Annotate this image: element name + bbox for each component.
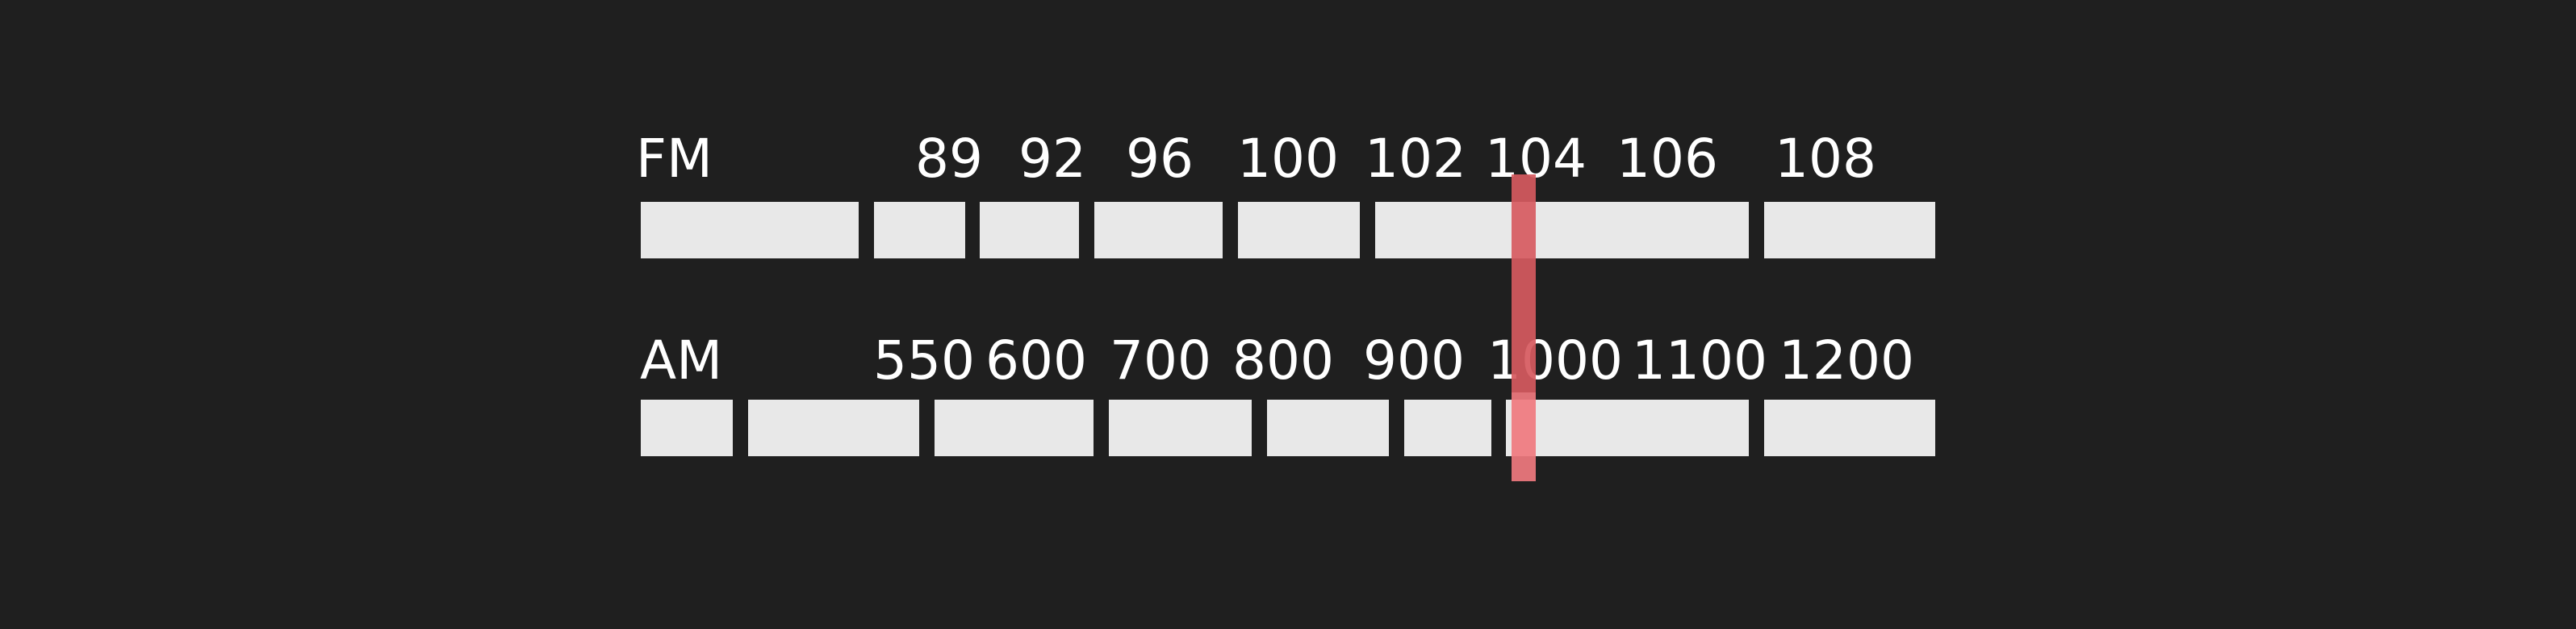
fm-band-label: FM — [636, 128, 713, 190]
am-band-segment — [935, 400, 1094, 456]
fm-band-segment — [980, 202, 1079, 258]
am-band-segment — [748, 400, 919, 456]
fm-tick-label: 92 — [1018, 128, 1086, 190]
am-band-segment — [1267, 400, 1389, 456]
tuning-needle[interactable] — [1512, 174, 1536, 481]
am-tick-label: 600 — [985, 329, 1087, 392]
am-band-label: AM — [640, 329, 723, 392]
am-tick-label: 550 — [873, 329, 975, 392]
am-tick-label: 800 — [1232, 329, 1334, 392]
am-tick-label: 900 — [1363, 329, 1465, 392]
fm-tick-label: 102 — [1365, 128, 1466, 190]
am-band-segment — [1404, 400, 1491, 456]
am-tick-label: 1000 — [1487, 329, 1623, 392]
am-band-segment — [641, 400, 733, 456]
fm-tick-label: 96 — [1126, 128, 1194, 190]
am-band-segment — [1109, 400, 1252, 456]
fm-band-segment — [1094, 202, 1223, 258]
tuning-needle-lower — [1512, 392, 1536, 481]
fm-tick-label: 100 — [1237, 128, 1339, 190]
am-tick-label: 700 — [1110, 329, 1211, 392]
am-tick-label: 1100 — [1632, 329, 1767, 392]
fm-band-segment — [874, 202, 965, 258]
fm-band-segment — [1764, 202, 1935, 258]
fm-tick-label: 89 — [915, 128, 983, 190]
am-tick-label: 1200 — [1779, 329, 1914, 392]
fm-band-segment — [1375, 202, 1749, 258]
am-band-segment — [1506, 400, 1749, 456]
fm-band-segment — [1238, 202, 1360, 258]
fm-tick-label: 106 — [1616, 128, 1718, 190]
am-band-segment — [1764, 400, 1935, 456]
fm-tick-label: 108 — [1775, 128, 1876, 190]
fm-band-segment — [641, 202, 859, 258]
